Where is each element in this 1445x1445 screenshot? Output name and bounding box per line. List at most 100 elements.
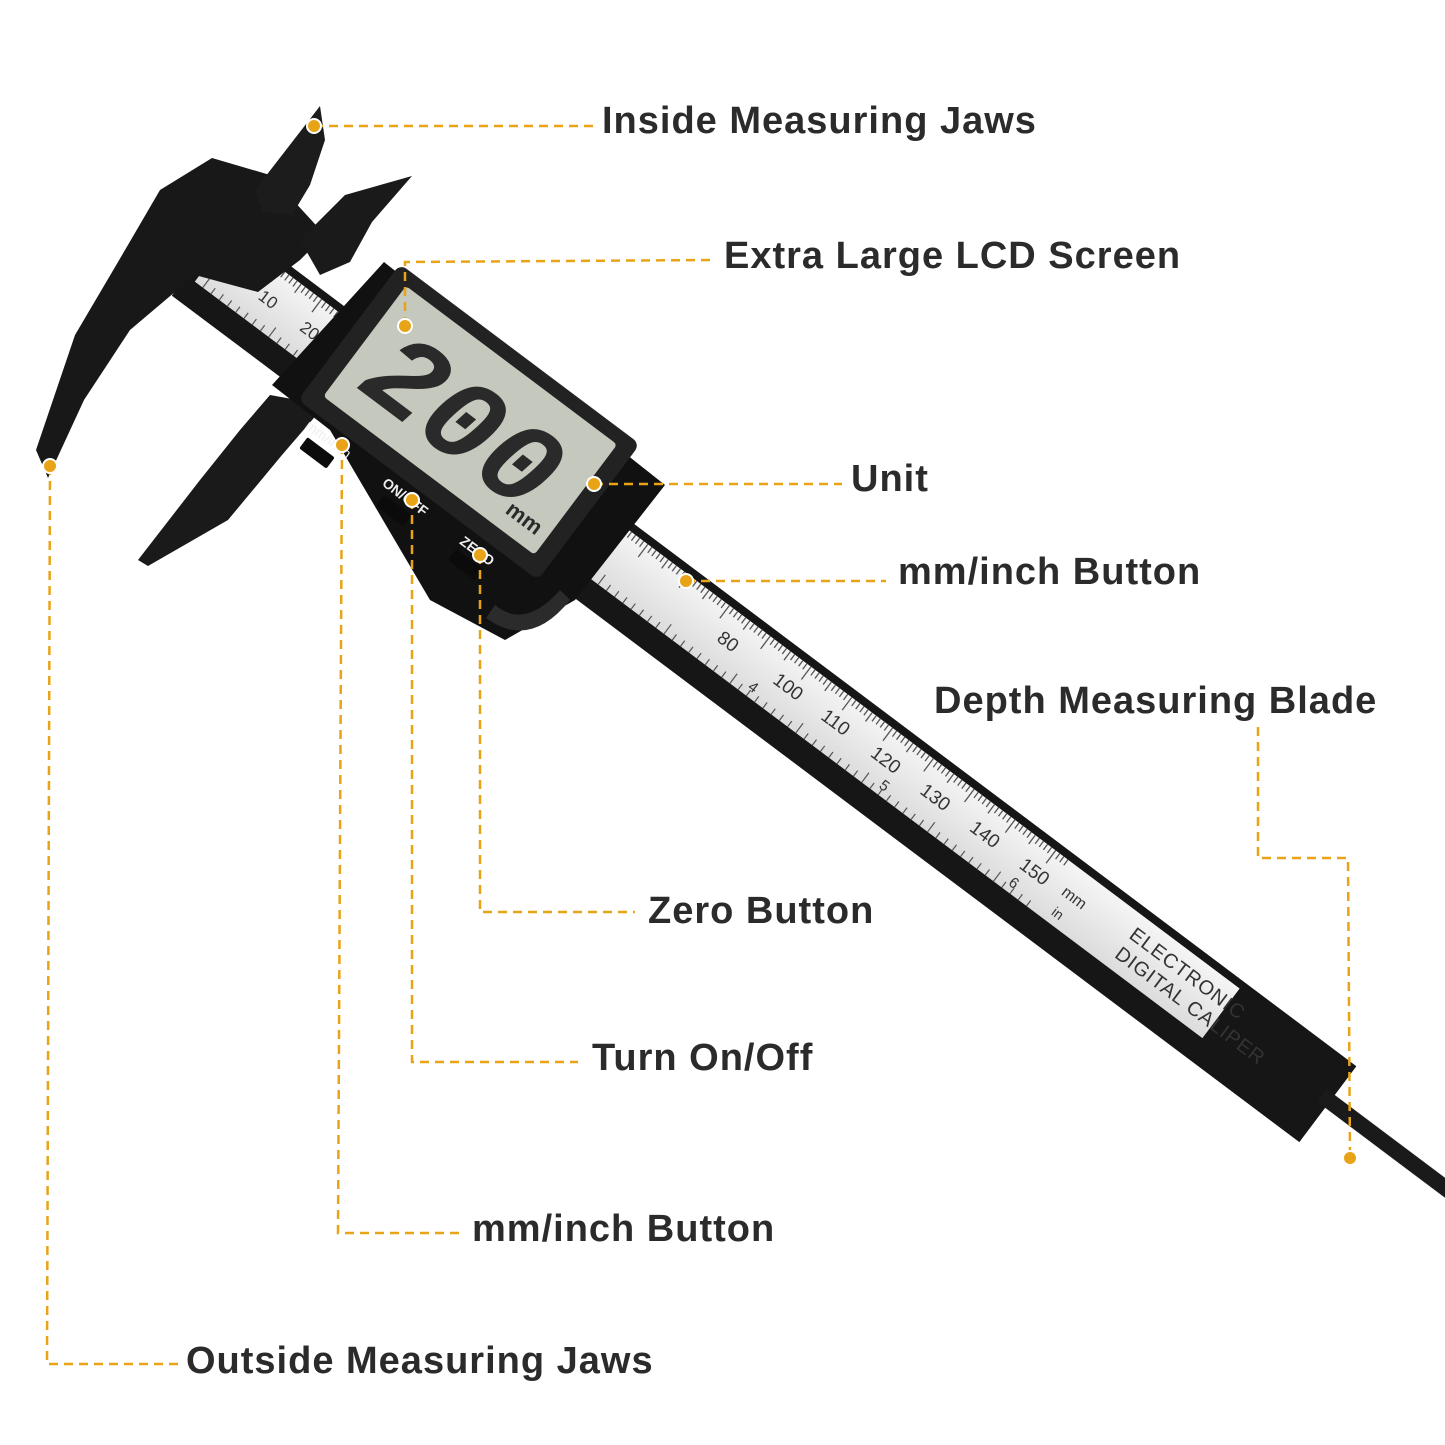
inch-tick [210,287,216,295]
mm-tick [333,311,339,318]
mm-tick [308,292,314,300]
inch-tick [811,739,817,746]
mm-tick [661,559,669,569]
inch-tick [1001,881,1007,888]
leader-depth [1256,727,1352,1159]
inch-tick [1025,900,1032,907]
inch-tick [968,856,974,864]
mm-tick [1063,859,1069,866]
mm-tick [783,651,792,661]
label-zero-button: Zero Button [648,890,875,932]
mm-tick [985,801,991,808]
inch-tick [762,702,768,709]
mm-tick [981,797,987,805]
zero-button[interactable] [448,549,484,581]
mm-tick [304,289,310,297]
mm-tick [963,788,975,803]
inch-tick [861,772,870,783]
mm-tick [708,592,714,600]
inch-tick [910,813,916,820]
mm-tick [987,804,996,814]
mm-inch-button[interactable] [299,437,335,469]
mm-tick [312,295,319,303]
mm-tick [288,277,294,284]
mm-tick [904,739,910,747]
mm-tick [741,617,747,624]
mm-tick [997,810,1004,817]
inch-tick [1017,893,1023,901]
mm-tick [798,660,804,667]
mm-tick [732,611,739,618]
inch-tick [680,640,686,647]
dot-outside-jaws [42,458,58,474]
mm-tick [716,598,722,606]
inch-tick [885,794,892,802]
inch-tick [820,745,826,752]
on-off-button[interactable] [376,495,412,527]
mm-tick [742,620,751,630]
mm-tick [944,770,951,777]
inch-tick [622,597,628,604]
mm-tick [1018,825,1024,832]
mm-tick [875,718,881,725]
inch-tick [770,708,776,715]
inch-tick [259,324,266,332]
mm-tick [818,675,824,682]
mm-tick [855,703,861,710]
thumb-wheel [486,590,570,631]
mm-tick [1034,837,1040,845]
inch-tick [202,277,211,288]
inch-tick [663,623,672,635]
mm-tick [940,767,947,774]
mm-tick [946,773,955,784]
inch-tick [638,609,645,616]
inch-tick [993,871,1002,882]
mm-tick [912,745,918,753]
mm-tick [822,678,828,685]
mm-tick [712,595,718,603]
mm-tick [1026,831,1032,839]
mm-tick [630,534,637,542]
inch-tick [754,695,760,703]
mm-tick [859,706,865,713]
sliding-jaw-lower [138,395,325,566]
inch-tick [943,838,949,845]
mm-tick [284,274,290,281]
inch-tick [605,584,612,591]
mm-tick [634,537,641,545]
mm-tick [777,644,783,652]
inch-tick [853,770,859,777]
inch-tick [243,312,249,319]
mm-tick [1045,850,1057,864]
sliding-jaw-upper [300,176,412,275]
dot-mm-inch-upper [678,573,694,589]
inch-tick [902,807,908,814]
mm-tick [879,721,885,728]
fixed-jaw [36,158,325,478]
inch-tick [935,832,941,839]
inch-tick [688,646,694,653]
mm-tick [924,755,930,762]
mm-tick [965,785,971,793]
mm-tick [1046,846,1053,854]
mm-tick [637,543,649,558]
mm-tick [1028,834,1036,845]
mm-tick [639,540,645,548]
mm-tick [753,626,759,633]
dot-lcd [397,318,413,334]
leader-lcd [403,258,713,326]
mm-tick [936,764,943,771]
mm-tick [842,693,849,701]
mm-tick [794,657,800,664]
mm-tick [957,779,963,786]
mm-tick [977,794,983,802]
mm-tick [781,647,788,655]
mm-tick [325,304,331,312]
mm-tick [814,672,820,679]
inch-tick [745,689,752,697]
mm-tick [1006,816,1012,823]
inch-tick [976,862,982,870]
mm-tick [749,623,755,630]
mm-tick [916,748,922,756]
